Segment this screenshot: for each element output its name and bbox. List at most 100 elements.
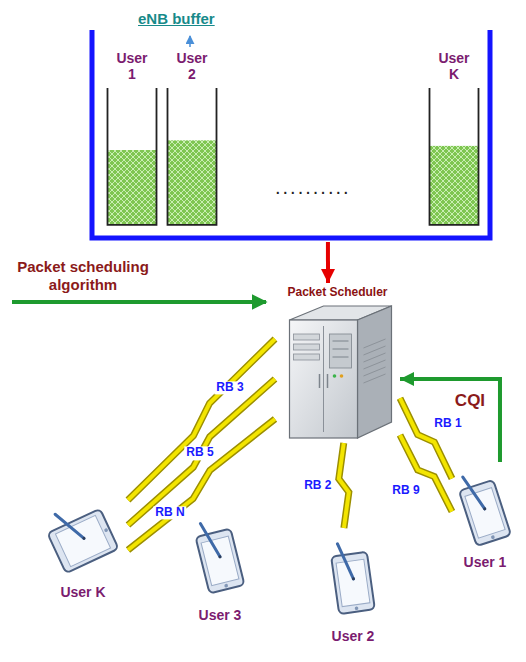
server-area bbox=[275, 304, 400, 443]
tablet-body bbox=[196, 528, 245, 593]
tablet-node: User 1 bbox=[452, 462, 518, 572]
side-vent bbox=[364, 374, 386, 383]
queue-label: User 2 bbox=[172, 50, 212, 82]
queue-fill bbox=[168, 141, 217, 225]
tablet-area bbox=[452, 462, 518, 552]
bolt-outline bbox=[128, 419, 275, 550]
tablet-button bbox=[355, 606, 359, 610]
queue-label: User K bbox=[434, 50, 474, 82]
resource-block-label: RB 2 bbox=[302, 479, 333, 492]
feedback-label: CQI bbox=[453, 391, 487, 410]
radio-link bbox=[339, 443, 349, 528]
tablet-screen bbox=[201, 536, 239, 585]
queue-wall bbox=[168, 88, 217, 225]
resource-block-label: RB N bbox=[153, 506, 186, 519]
ellipsis-dots: .......... bbox=[275, 176, 351, 198]
queue-label: User 1 bbox=[112, 50, 152, 82]
tablet-icon bbox=[42, 496, 119, 573]
tablet-body bbox=[331, 552, 375, 614]
queue-node: User 2 bbox=[166, 50, 218, 226]
door-handle bbox=[327, 374, 329, 388]
queue-outline bbox=[166, 88, 218, 226]
side-vent bbox=[364, 339, 386, 348]
queue-fill bbox=[430, 146, 479, 224]
side-vent bbox=[364, 360, 386, 369]
flow-arrow bbox=[326, 242, 330, 283]
bolt-outline bbox=[400, 435, 452, 512]
queue-fill bbox=[108, 150, 157, 224]
stylus bbox=[55, 507, 84, 545]
door-handle bbox=[319, 374, 321, 388]
container-node: eNB bufferUser 1 User 2 User K bbox=[88, 6, 494, 242]
tablet-icon bbox=[455, 468, 511, 546]
tablet-label: User 2 bbox=[318, 628, 388, 644]
tablet-icon bbox=[329, 540, 374, 614]
status-led bbox=[333, 374, 337, 378]
stylus-tip bbox=[483, 507, 487, 511]
leader-arrow bbox=[189, 36, 191, 47]
tablet-body bbox=[459, 480, 511, 546]
tablet-area bbox=[190, 505, 250, 605]
radio-link bbox=[128, 339, 275, 500]
resource-block-label: RB 9 bbox=[390, 485, 421, 498]
server-icon bbox=[290, 306, 392, 438]
bolt-outline bbox=[128, 379, 275, 525]
algorithm-label: Packet scheduling algorithm bbox=[8, 258, 158, 294]
panel-slot bbox=[333, 348, 349, 349]
tablet-area bbox=[318, 528, 388, 626]
stylus-tip bbox=[352, 577, 355, 580]
panel-slot bbox=[333, 356, 349, 357]
buffer-wall bbox=[92, 30, 490, 238]
tablet-screen bbox=[465, 488, 505, 538]
drive-bay bbox=[294, 344, 320, 350]
tablet-area bbox=[38, 492, 128, 582]
resource-block-label: RB 1 bbox=[432, 418, 463, 431]
bolt-outline bbox=[128, 339, 275, 500]
container-label: eNB buffer bbox=[138, 10, 215, 27]
stylus bbox=[200, 521, 220, 560]
queue-node: User 1 bbox=[106, 50, 158, 226]
tablet-label: User 3 bbox=[190, 607, 250, 623]
algorithm-arrow bbox=[12, 300, 266, 304]
tablet-button bbox=[224, 584, 228, 588]
queue-wall bbox=[430, 88, 479, 225]
stylus-tip bbox=[218, 555, 222, 559]
control-panel bbox=[330, 334, 352, 368]
tablet-screen bbox=[336, 559, 370, 606]
status-led bbox=[340, 374, 344, 378]
tablet-node: User 3 bbox=[190, 505, 250, 625]
tablet-icon bbox=[193, 517, 245, 594]
bolt-outline bbox=[339, 443, 349, 528]
stylus-tip bbox=[82, 536, 86, 540]
tablet-button bbox=[104, 528, 109, 533]
drive-bay bbox=[294, 354, 320, 360]
tablet-button bbox=[491, 535, 496, 540]
resource-block-label: RB 5 bbox=[184, 447, 215, 460]
radio-link bbox=[400, 398, 452, 478]
resource-block-label: RB 3 bbox=[214, 382, 245, 395]
server-front bbox=[290, 320, 358, 438]
stylus bbox=[337, 542, 353, 580]
stylus bbox=[463, 474, 485, 513]
side-vent bbox=[364, 346, 386, 355]
bolt-outline bbox=[400, 398, 452, 478]
flow-arrow bbox=[400, 379, 500, 462]
radio-link bbox=[128, 419, 275, 550]
queue-outline bbox=[428, 88, 480, 226]
radio-link bbox=[128, 379, 275, 525]
connectors bbox=[128, 242, 500, 550]
side-vent bbox=[364, 367, 386, 376]
panel-slot bbox=[333, 340, 349, 341]
server-door bbox=[323, 326, 324, 432]
drive-bay bbox=[294, 334, 320, 340]
side-vent bbox=[364, 353, 386, 362]
tablet-node: User 2 bbox=[318, 528, 388, 646]
queue-wall bbox=[108, 88, 157, 225]
server-label: Packet Scheduler bbox=[275, 286, 400, 300]
radio-link bbox=[400, 435, 452, 512]
tablet-label: User K bbox=[38, 584, 128, 600]
server-node: Packet Scheduler bbox=[275, 283, 400, 443]
server-side bbox=[358, 306, 392, 438]
